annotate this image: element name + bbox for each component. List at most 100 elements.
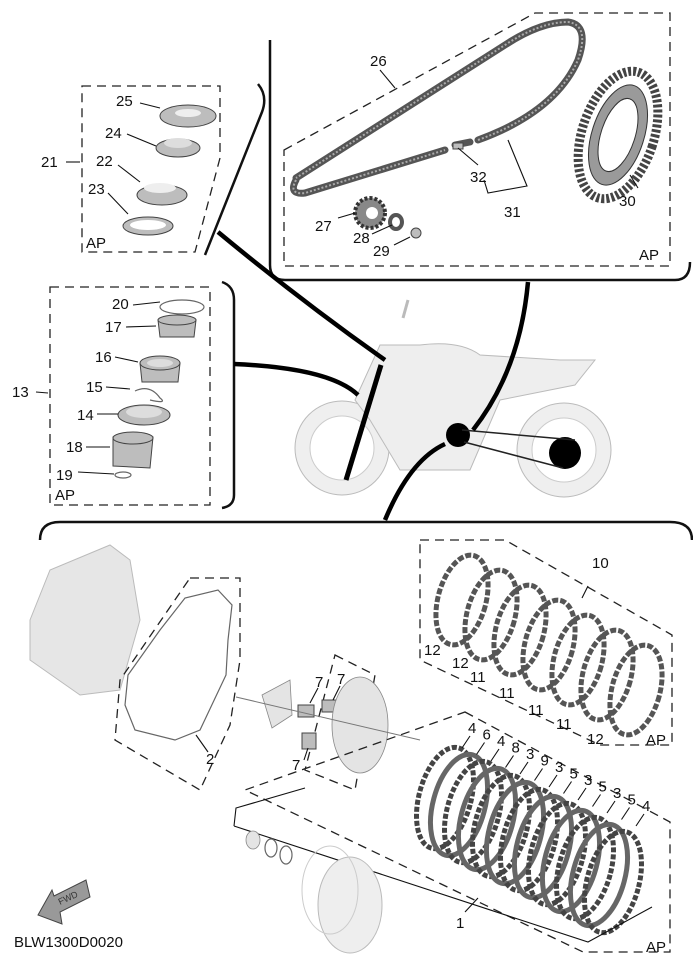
label-clutch-c9: 9 (541, 753, 549, 770)
label-clutch-c3a: 3 (526, 746, 534, 763)
fwd-direction-arrow: FWD (37, 879, 91, 925)
chain-highlight (461, 429, 576, 469)
part-7-springs[interactable] (297, 699, 339, 750)
label-16: 16 (95, 349, 112, 366)
leader-line (461, 735, 471, 749)
label-29: 29 (373, 243, 390, 260)
friction-plate[interactable] (572, 624, 642, 725)
label-clutch-c3d: 3 (613, 785, 621, 802)
clutch-plate[interactable] (462, 769, 539, 883)
friction-plate[interactable] (601, 639, 671, 740)
label-30: 30 (619, 193, 636, 210)
label-clutch-c5c: 5 (628, 792, 636, 809)
clutch-plates-1[interactable] (406, 741, 651, 939)
part-23-race[interactable] (122, 216, 174, 236)
label-21: 21 (41, 154, 58, 171)
part-19-ring[interactable] (114, 471, 132, 479)
marker-ap-1: AP (646, 939, 666, 956)
group-box-26 (283, 12, 671, 267)
clutch-plate[interactable] (476, 776, 553, 890)
label-10: 10 (592, 555, 609, 572)
rear-sprocket-highlight (549, 437, 581, 469)
part-27-front-sprocket[interactable] (353, 196, 387, 230)
label-11b: 11 (499, 685, 515, 702)
label-7b: 7 (337, 671, 345, 688)
clutch-plate[interactable] (560, 818, 637, 932)
group-box-21 (81, 85, 221, 253)
pressure-plate[interactable] (331, 676, 389, 774)
part-32-master-link[interactable] (452, 142, 464, 150)
part-24-bearing[interactable] (155, 138, 201, 158)
label-32: 32 (470, 169, 487, 186)
friction-plate[interactable] (485, 579, 555, 680)
leader-line (476, 742, 485, 755)
label-1: 1 (456, 915, 464, 932)
clutch-plate[interactable] (532, 804, 609, 918)
label-28: 28 (353, 230, 370, 247)
label-clutch-c4b: 4 (497, 733, 505, 750)
clutch-plate[interactable] (504, 790, 581, 904)
part-30-rear-sprocket[interactable] (563, 61, 672, 209)
part-28-washer[interactable] (388, 213, 404, 231)
label-12c: 12 (587, 731, 604, 748)
friction-plate[interactable] (514, 594, 584, 695)
connector-fork (233, 361, 360, 397)
label-clutch-c4a: 4 (468, 720, 476, 737)
panel-fork (221, 280, 236, 510)
label-2: 2 (206, 751, 214, 768)
connector-chain (471, 281, 531, 432)
clutch-plate[interactable] (448, 762, 525, 876)
part-16-seal[interactable] (139, 355, 181, 383)
group-box-2 (114, 577, 241, 791)
friction-plates-10[interactable] (427, 549, 671, 740)
label-12a: 12 (424, 642, 441, 659)
fork-highlight (343, 364, 384, 481)
part-25-seal[interactable] (159, 104, 217, 128)
housing-washers[interactable] (245, 830, 293, 865)
group-box-1 (243, 711, 671, 953)
label-clutch-c4c: 4 (642, 798, 650, 815)
label-20: 20 (112, 296, 129, 313)
clutch-plate[interactable] (518, 797, 595, 911)
clutch-plate[interactable] (406, 741, 483, 855)
leader-line (563, 781, 572, 794)
leader-line (635, 813, 645, 827)
part-17-bushing[interactable] (157, 314, 197, 338)
part-20-ring[interactable] (159, 299, 205, 315)
friction-plate[interactable] (456, 564, 526, 665)
part-22-bearing[interactable] (136, 183, 188, 206)
leader-line (534, 768, 543, 781)
label-18: 18 (66, 439, 83, 456)
clutch-plate[interactable] (490, 783, 567, 897)
label-27: 27 (315, 218, 332, 235)
leader-line (548, 774, 558, 788)
label-11d: 11 (556, 716, 572, 733)
leader-line (519, 761, 529, 775)
clutch-plate[interactable] (434, 755, 511, 869)
marker-ap-13: AP (55, 487, 75, 504)
label-clutch-c6: 6 (483, 727, 491, 744)
label-clutch-c5b: 5 (599, 779, 607, 796)
leader-line (621, 807, 630, 820)
friction-plate[interactable] (543, 609, 613, 710)
part-2-gasket[interactable] (124, 589, 233, 741)
part-29-nut[interactable] (410, 227, 422, 239)
clutch-plate[interactable] (546, 811, 623, 925)
part-18-bushing[interactable] (112, 431, 154, 469)
clutch-plate[interactable] (420, 748, 497, 862)
leader-line (592, 794, 601, 807)
clutch-plate[interactable] (574, 825, 651, 939)
label-17: 17 (105, 319, 122, 336)
part-26-chain[interactable] (290, 18, 586, 197)
part-15-clip[interactable] (134, 388, 163, 403)
label-clutch-c5a: 5 (570, 766, 578, 783)
label-clutch-c3c: 3 (584, 772, 592, 789)
label-clutch-c3b: 3 (555, 759, 563, 776)
friction-plate[interactable] (427, 549, 497, 650)
marker-ap-26: AP (639, 247, 659, 264)
pressure-plate-bracket[interactable] (261, 679, 293, 729)
part-14-dust-seal[interactable] (117, 404, 171, 426)
crankcase-cover[interactable] (29, 544, 141, 696)
group-box-13 (49, 286, 211, 506)
clutch-housing[interactable] (301, 845, 383, 954)
